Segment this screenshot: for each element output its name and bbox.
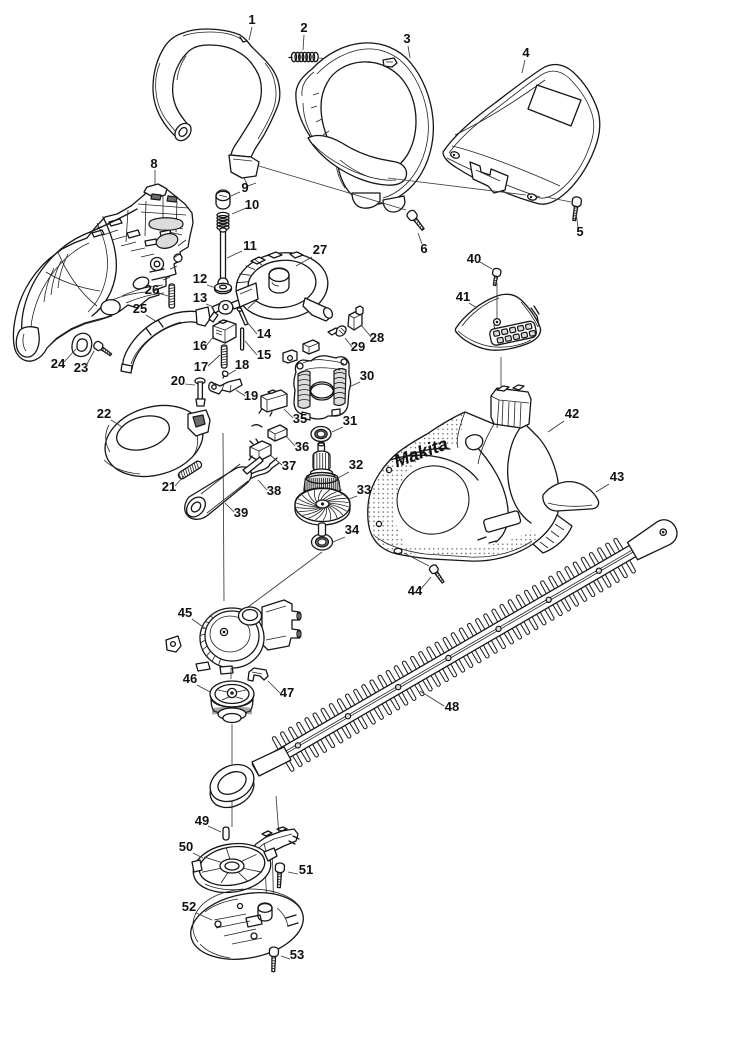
svg-text:23: 23 bbox=[74, 360, 88, 375]
svg-text:41: 41 bbox=[456, 289, 470, 304]
svg-text:28: 28 bbox=[370, 330, 384, 345]
svg-text:1: 1 bbox=[248, 12, 255, 27]
svg-text:24: 24 bbox=[51, 356, 66, 371]
svg-text:5: 5 bbox=[576, 224, 583, 239]
svg-text:2: 2 bbox=[300, 20, 307, 35]
svg-text:9: 9 bbox=[241, 180, 248, 195]
svg-text:26: 26 bbox=[145, 282, 159, 297]
svg-text:37: 37 bbox=[282, 458, 296, 473]
svg-text:32: 32 bbox=[349, 457, 363, 472]
svg-text:22: 22 bbox=[97, 406, 111, 421]
svg-text:27: 27 bbox=[313, 242, 327, 257]
svg-text:34: 34 bbox=[345, 522, 360, 537]
svg-text:11: 11 bbox=[243, 238, 257, 253]
svg-text:3: 3 bbox=[403, 31, 410, 46]
svg-text:13: 13 bbox=[193, 290, 207, 305]
svg-text:30: 30 bbox=[360, 368, 374, 383]
svg-text:46: 46 bbox=[183, 671, 197, 686]
svg-text:20: 20 bbox=[171, 373, 185, 388]
svg-text:4: 4 bbox=[522, 45, 530, 60]
svg-text:10: 10 bbox=[245, 197, 259, 212]
svg-text:36: 36 bbox=[295, 439, 309, 454]
svg-text:53: 53 bbox=[290, 947, 304, 962]
svg-text:50: 50 bbox=[179, 839, 193, 854]
svg-text:29: 29 bbox=[351, 339, 365, 354]
svg-text:51: 51 bbox=[299, 862, 313, 877]
svg-text:18: 18 bbox=[235, 357, 249, 372]
svg-text:31: 31 bbox=[343, 413, 357, 428]
svg-text:42: 42 bbox=[565, 406, 579, 421]
svg-text:8: 8 bbox=[150, 156, 157, 171]
svg-text:19: 19 bbox=[244, 388, 258, 403]
svg-text:39: 39 bbox=[234, 505, 248, 520]
svg-text:47: 47 bbox=[280, 685, 294, 700]
svg-text:38: 38 bbox=[267, 483, 281, 498]
svg-text:49: 49 bbox=[195, 813, 209, 828]
svg-text:12: 12 bbox=[193, 271, 207, 286]
svg-text:16: 16 bbox=[193, 338, 207, 353]
svg-text:45: 45 bbox=[178, 605, 192, 620]
svg-text:43: 43 bbox=[610, 469, 624, 484]
svg-text:21: 21 bbox=[162, 479, 176, 494]
svg-text:52: 52 bbox=[182, 899, 196, 914]
svg-text:6: 6 bbox=[420, 241, 427, 256]
svg-text:25: 25 bbox=[133, 301, 147, 316]
svg-text:48: 48 bbox=[445, 699, 459, 714]
svg-text:15: 15 bbox=[257, 347, 271, 362]
svg-text:35: 35 bbox=[293, 411, 307, 426]
svg-text:14: 14 bbox=[257, 326, 272, 341]
svg-text:17: 17 bbox=[194, 359, 208, 374]
svg-text:44: 44 bbox=[408, 583, 423, 598]
svg-text:40: 40 bbox=[467, 251, 481, 266]
svg-text:33: 33 bbox=[357, 482, 371, 497]
